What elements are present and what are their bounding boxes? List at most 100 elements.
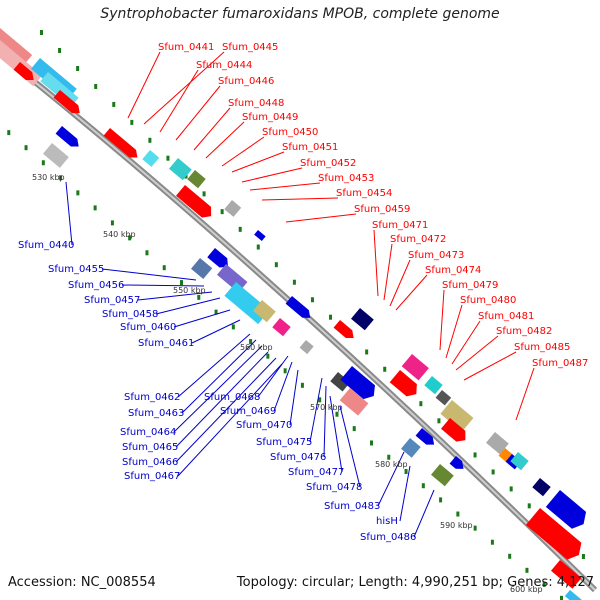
track-dot [202,191,206,197]
gene-label: hisH [376,516,398,527]
track-dot [76,65,80,71]
label-leader [159,69,199,133]
label-leader [451,320,481,365]
track-dot [266,353,270,359]
gene-arrow [207,248,228,268]
track-dot [145,250,149,256]
gene-box [351,308,374,331]
gene-label: Sfum_0449 [242,112,298,123]
track-dot [437,418,441,424]
label-leader [177,333,251,398]
gene-box [330,372,351,392]
gene-box [339,388,369,416]
kbp-tick-label: 580 kbp [375,460,408,469]
track-dot [130,119,134,125]
gene-arrow [285,296,311,318]
kbp-tick-label: 550 kbp [173,286,206,295]
label-leader [323,385,327,458]
gene-label: Sfum_0478 [306,482,362,493]
gene-features [0,27,587,600]
label-leader [257,355,289,398]
kbp-tick-label: 560 kbp [240,343,273,352]
gene-arrow [449,456,464,469]
gene-box [564,589,587,600]
label-leader [127,51,161,119]
gene-label: Sfum_0455 [48,264,104,275]
track-dot [370,440,373,446]
label-leader [191,319,241,344]
gene-arrow [415,428,435,445]
track-dot [274,262,278,268]
gene-label: Sfum_0483 [324,501,380,512]
topology-label: Topology: circular; Length: 4,990,251 bp… [236,575,594,590]
gene-label: Sfum_0440 [18,240,74,251]
label-leader [173,309,231,328]
gene-label: Sfum_0480 [460,295,516,306]
gene-label: Sfum_0468 [204,392,260,403]
gene-label: Sfum_0466 [122,457,178,468]
gene-label: Sfum_0445 [222,42,278,53]
track-dot [473,525,477,531]
gene-box [0,27,33,68]
gene-label: Sfum_0482 [496,326,552,337]
gene-label: Sfum_0463 [128,408,184,419]
track-dot [383,366,387,372]
label-leader [221,136,265,167]
kbp-tick-label: 570 kbp [310,403,343,412]
gene-box [253,300,276,323]
track-dot [148,137,152,143]
track-dot [560,595,563,600]
label-leader [137,291,213,301]
gene-arrow [340,366,375,400]
gene-box [224,200,242,217]
gene-label: Sfum_0471 [372,220,428,231]
label-leader [377,451,405,507]
label-leader [399,465,411,522]
track-dot [419,401,423,407]
gene-arrow [525,508,582,560]
gene-label: Sfum_0441 [158,42,214,53]
gene-label: Sfum_0460 [120,322,176,333]
gene-label: Sfum_0452 [300,158,356,169]
gene-box [401,438,421,458]
track-dot [365,349,369,355]
label-leader [383,243,393,301]
label-leader [455,335,499,371]
track-dot [283,368,287,374]
gene-label: Sfum_0469 [220,406,276,417]
track-dot [24,145,28,151]
label-leader [445,304,463,359]
label-leader [273,361,293,412]
track-dot [40,30,43,35]
gene-label: Sfum_0444 [196,60,252,71]
label-leader [143,51,225,125]
track-dot [249,339,253,345]
label-leader [289,369,299,426]
gene-label: Sfum_0462 [124,392,180,403]
gene-label: Sfum_0448 [228,98,284,109]
gene-label: Sfum_0477 [288,467,344,478]
gene-label: Sfum_0465 [122,442,178,453]
track-dot [41,160,45,166]
track-dot [112,101,116,107]
label-leader [193,107,231,151]
gene-label: Sfum_0458 [102,309,158,320]
gene-arrow [103,128,138,158]
gene-arrow [333,320,354,338]
label-leader [339,405,361,488]
track-dot [300,382,304,388]
label-leader [389,259,411,307]
label-leaders [65,51,535,538]
label-leader [329,395,343,473]
track-dot [128,235,132,241]
label-leader [175,351,269,448]
label-leader [65,181,73,246]
gene-box [486,432,509,455]
track-dot [76,190,80,196]
label-leader [395,274,428,311]
accession-label: Accession: NC_008554 [8,575,156,590]
gene-arrow [545,490,587,529]
track-dot [318,397,322,403]
